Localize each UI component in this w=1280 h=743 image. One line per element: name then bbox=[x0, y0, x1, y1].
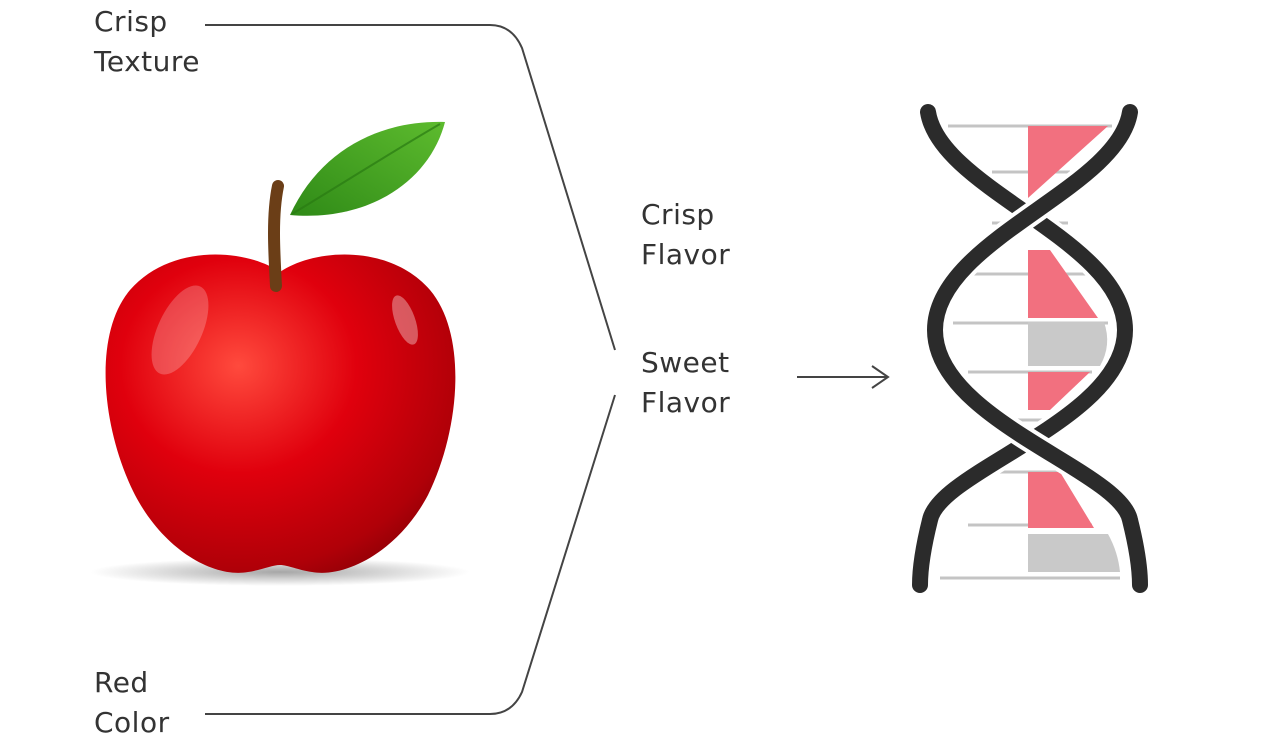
dna-bar-pink bbox=[1028, 250, 1098, 318]
label-red-color-line1: Red bbox=[94, 666, 149, 699]
label-sweet-flavor: Sweet Flavor bbox=[641, 343, 730, 423]
label-crisp-texture-line2: Texture bbox=[94, 45, 200, 78]
dna-bar-pink bbox=[1028, 372, 1090, 410]
label-crisp-texture-line1: Crisp bbox=[94, 5, 168, 38]
dna-bars bbox=[1028, 126, 1120, 572]
label-sweet-flavor-line2: Flavor bbox=[641, 386, 731, 419]
label-crisp-flavor-line2: Flavor bbox=[641, 238, 731, 271]
label-red-color-line2: Color bbox=[94, 706, 170, 739]
label-sweet-flavor-line1: Sweet bbox=[641, 346, 730, 379]
dna-bar-gray bbox=[1028, 534, 1120, 572]
label-crisp-flavor: Crisp Flavor bbox=[641, 195, 730, 275]
label-crisp-flavor-line1: Crisp bbox=[641, 198, 715, 231]
dna-bar-pink bbox=[1028, 126, 1108, 198]
diagram-canvas bbox=[90, 24, 1152, 715]
apple-body bbox=[105, 254, 456, 573]
apple-shadow bbox=[90, 558, 470, 586]
apple-stem bbox=[268, 180, 284, 292]
connector-line-red-color bbox=[205, 394, 616, 715]
dna-bar-pink bbox=[1028, 472, 1094, 528]
connector-line-crisp-texture bbox=[205, 24, 616, 351]
apple-illustration bbox=[90, 121, 470, 586]
arrow-right-icon bbox=[797, 365, 890, 389]
dna-helix-icon bbox=[908, 100, 1152, 597]
dna-bar-gray bbox=[1028, 322, 1108, 366]
label-crisp-texture: Crisp Texture bbox=[94, 2, 200, 82]
label-red-color: Red Color bbox=[94, 663, 170, 743]
